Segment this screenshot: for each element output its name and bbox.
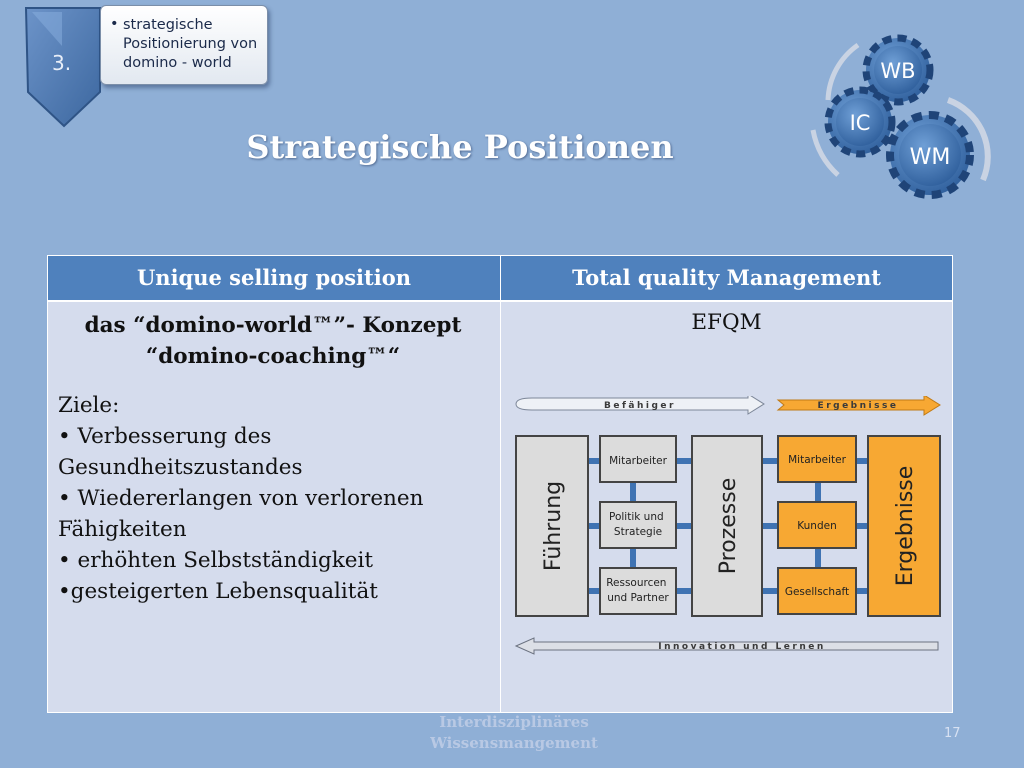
- innovation-arrow: [514, 637, 939, 655]
- footer-line-2: Wissensmangement: [430, 734, 598, 752]
- usp-subtitle: “domino-coaching™“: [145, 344, 401, 369]
- step-card: • strategische Positionierung von domino…: [100, 5, 268, 85]
- goal-item: • Wiedererlangen von verlorenen Fähigkei…: [58, 486, 424, 542]
- resources-line-1: Ressourcen: [606, 577, 666, 589]
- gear-label-wm: WM: [910, 145, 951, 170]
- key-results-box: [867, 435, 941, 617]
- step-bullet: •: [110, 16, 119, 32]
- processes-label: Prozesse: [716, 478, 741, 574]
- gear-label-ic: IC: [850, 111, 871, 135]
- usp-title: das “domino-world™”- Konzept: [84, 313, 462, 338]
- step-number: 3.: [52, 51, 72, 75]
- policy-line-1: Politik und: [609, 511, 664, 523]
- tqm-title: EFQM: [691, 310, 762, 335]
- results-label: Ergebnisse: [818, 401, 899, 411]
- customer-results-box: [777, 501, 857, 549]
- enablers-label: Befähiger: [604, 401, 676, 411]
- people-box: [599, 435, 677, 483]
- step-card-text: strategische Positionierung von domino -…: [123, 17, 258, 71]
- enablers-arrow: [515, 396, 765, 415]
- page-number: 17: [944, 726, 961, 741]
- innovation-label: Innovation und Lernen: [658, 642, 825, 652]
- step-chevron-badge: [24, 7, 101, 128]
- people-label: Mitarbeiter: [609, 455, 667, 467]
- gear-wb-icon: WB: [862, 34, 934, 106]
- efqm-model-diagram: Befähiger Ergebnisse Führung Mitarbeiter…: [514, 396, 941, 655]
- leadership-box: [515, 435, 589, 617]
- goal-item: • erhöhten Selbstständigkeit: [58, 548, 373, 573]
- gear-label-wb: WB: [880, 59, 915, 83]
- resources-line-2: und Partner: [607, 592, 669, 604]
- people-results-label: Mitarbeiter: [788, 454, 846, 466]
- society-results-box: [777, 567, 857, 615]
- usp-cell: das “domino-world™”- Konzept “domino-coa…: [58, 310, 488, 607]
- results-arrow: [776, 396, 941, 416]
- header-tqm: Total quality Management: [572, 265, 881, 290]
- goals-label: Ziele:: [58, 393, 120, 418]
- processes-box: [691, 435, 763, 617]
- goal-item: •gesteigerten Lebensqualität: [58, 579, 378, 604]
- header-usp: Unique selling position: [136, 265, 411, 290]
- people-results-box: [777, 435, 857, 483]
- policy-label: Politik und Strategie: [609, 511, 667, 538]
- footer: Interdisziplinäres Wissensmangement: [400, 712, 628, 754]
- resources-box: [599, 567, 677, 615]
- gear-ic-icon: IC: [824, 86, 896, 158]
- resources-label: Ressourcen und Partner: [606, 577, 670, 604]
- gears-graphic: WB IC WM: [810, 34, 991, 199]
- column-divider: [500, 256, 501, 712]
- policy-line-2: Strategie: [614, 526, 662, 538]
- key-results-label: Ergebnisse: [893, 466, 918, 587]
- goal-item: • Verbesserung des Gesundheitszustandes: [58, 424, 303, 480]
- leadership-label: Führung: [541, 481, 566, 571]
- customer-results-label: Kunden: [797, 520, 836, 532]
- policy-box: [599, 501, 677, 549]
- gear-wm-icon: WM: [886, 111, 974, 199]
- footer-line-1: Interdisziplinäres: [439, 713, 589, 731]
- page-title: Strategische Positionen: [246, 128, 674, 166]
- comparison-table: Unique selling position Total quality Ma…: [47, 255, 953, 713]
- connectors: [588, 458, 868, 594]
- society-results-label: Gesellschaft: [785, 586, 849, 598]
